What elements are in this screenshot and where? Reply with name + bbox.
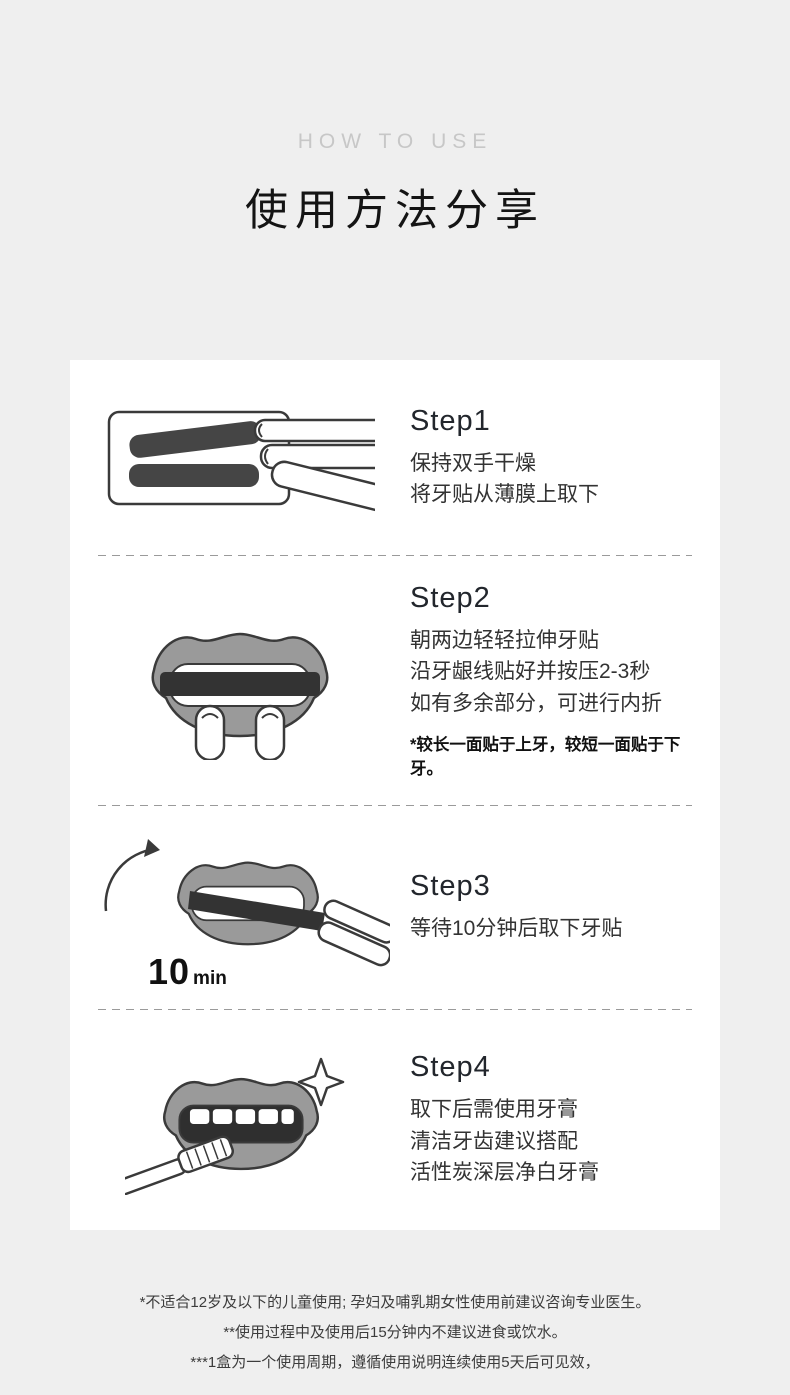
step-row-2: Step2 朝两边轻轻拉伸牙贴 沿牙龈线贴好并按压2-3秒 如有多余部分，可进行… [70, 556, 720, 805]
footnotes: *不适合12岁及以下的儿童使用; 孕妇及哺乳期女性使用前建议咨询专业医生。 **… [0, 1288, 790, 1378]
step4-line-1: 取下后需使用牙膏 [410, 1098, 578, 1122]
step2-line-3: 如有多余部分，可进行内折 [410, 691, 662, 715]
footnote-3: ***1盒为一个使用周期，遵循使用说明连续使用5天后可见效， [190, 1354, 600, 1371]
timer-unit: min [193, 968, 227, 989]
footnote-2: **使用过程中及使用后15分钟内不建议进食或饮水。 [223, 1324, 567, 1341]
dashed-divider-3 [98, 1009, 692, 1010]
step1-text: Step1 保持双手干燥 将牙贴从薄膜上取下 [410, 405, 720, 511]
step-row-4: Step4 取下后需使用牙膏 清洁牙齿建议搭配 活性炭深层净白牙膏 [70, 1010, 720, 1230]
step1-label: Step1 [410, 404, 491, 437]
step2-illustration [70, 602, 410, 760]
dashed-divider-2 [98, 805, 692, 806]
timer-peel-strip-icon [104, 839, 390, 967]
step1-line-2: 将牙贴从薄膜上取下 [410, 483, 599, 506]
dashed-divider-1 [98, 555, 692, 556]
step2-text: Step2 朝两边轻轻拉伸牙贴 沿牙龈线贴好并按压2-3秒 如有多余部分，可进行… [410, 582, 720, 780]
section-eyebrow: HOW TO USE [297, 130, 493, 153]
step1-line-1: 保持双手干燥 [410, 451, 536, 475]
step2-line-1: 朝两边轻轻拉伸牙贴 [410, 628, 599, 652]
step4-line-2: 清洁牙齿建议搭配 [410, 1129, 578, 1153]
step4-illustration [70, 1045, 410, 1195]
step3-text: Step3 等待10分钟后取下牙贴 [410, 870, 720, 945]
toothbrush-lips-icon [125, 1057, 345, 1195]
step4-text: Step4 取下后需使用牙膏 清洁牙齿建议搭配 活性炭深层净白牙膏 [410, 1051, 720, 1189]
steps-card: Step1 保持双手干燥 将牙贴从薄膜上取下 Step2 朝两边轻轻拉伸牙贴 [70, 360, 720, 1230]
step3-label: Step3 [410, 870, 491, 903]
step4-line-3: 活性炭深层净白牙膏 [410, 1161, 599, 1185]
hand-peeling-strip-icon [107, 410, 375, 511]
step2-label: Step2 [410, 581, 491, 614]
timer-value: 10 [148, 951, 191, 992]
page-title: 使用方法分享 [245, 187, 545, 235]
footnote-1: *不适合12岁及以下的儿童使用; 孕妇及哺乳期女性使用前建议咨询专业医生。 [139, 1294, 651, 1311]
step2-line-2: 沿牙龈线贴好并按压2-3秒 [410, 660, 651, 684]
lips-strip-fingers-icon [151, 632, 329, 760]
step2-note: *较长一面贴于上牙，较短一面贴于下牙。 [410, 736, 681, 779]
step3-line-1: 等待10分钟后取下牙贴 [410, 917, 623, 941]
step4-label: Step4 [410, 1051, 491, 1084]
step1-illustration [70, 398, 410, 518]
step-row-1: Step1 保持双手干燥 将牙贴从薄膜上取下 [70, 360, 720, 555]
